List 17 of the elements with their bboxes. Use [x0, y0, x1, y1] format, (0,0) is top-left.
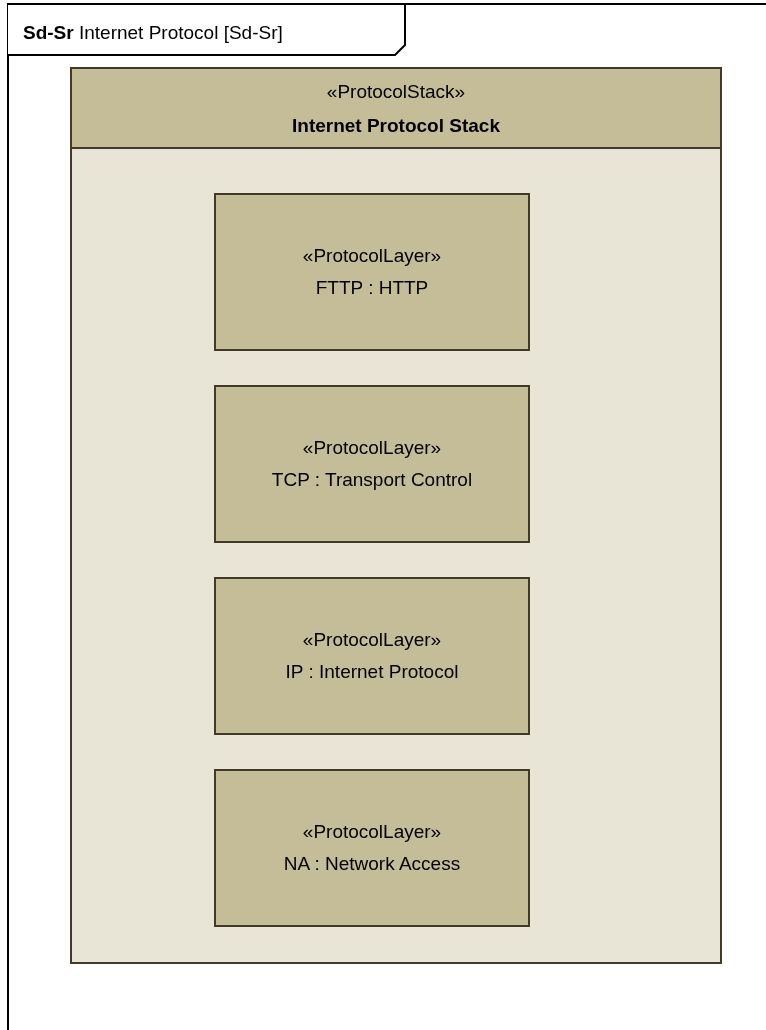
part-name: IP : Internet Protocol: [285, 660, 459, 684]
diagram-frame: [7, 3, 766, 1030]
stereotype-label: «ProtocolLayer»: [302, 820, 442, 844]
frame-title: Sd-Sr Internet Protocol [Sd-Sr]: [23, 21, 283, 45]
block-box: [70, 67, 722, 964]
part-box: [214, 577, 530, 735]
part-name: NA : Network Access: [283, 852, 461, 876]
stereotype-label: «ProtocolLayer»: [302, 628, 442, 652]
part-box: [214, 385, 530, 543]
part-box: [214, 769, 530, 927]
part-name: FTTP : HTTP: [315, 276, 429, 300]
stereotype-label: «ProtocolLayer»: [302, 436, 442, 460]
block-title: Internet Protocol Stack: [292, 114, 500, 138]
part-box: [214, 193, 530, 351]
stereotype-label: «ProtocolStack»: [326, 80, 466, 104]
stereotype-label: «ProtocolLayer»: [302, 244, 442, 268]
part-name: TCP : Transport Control: [271, 468, 473, 492]
